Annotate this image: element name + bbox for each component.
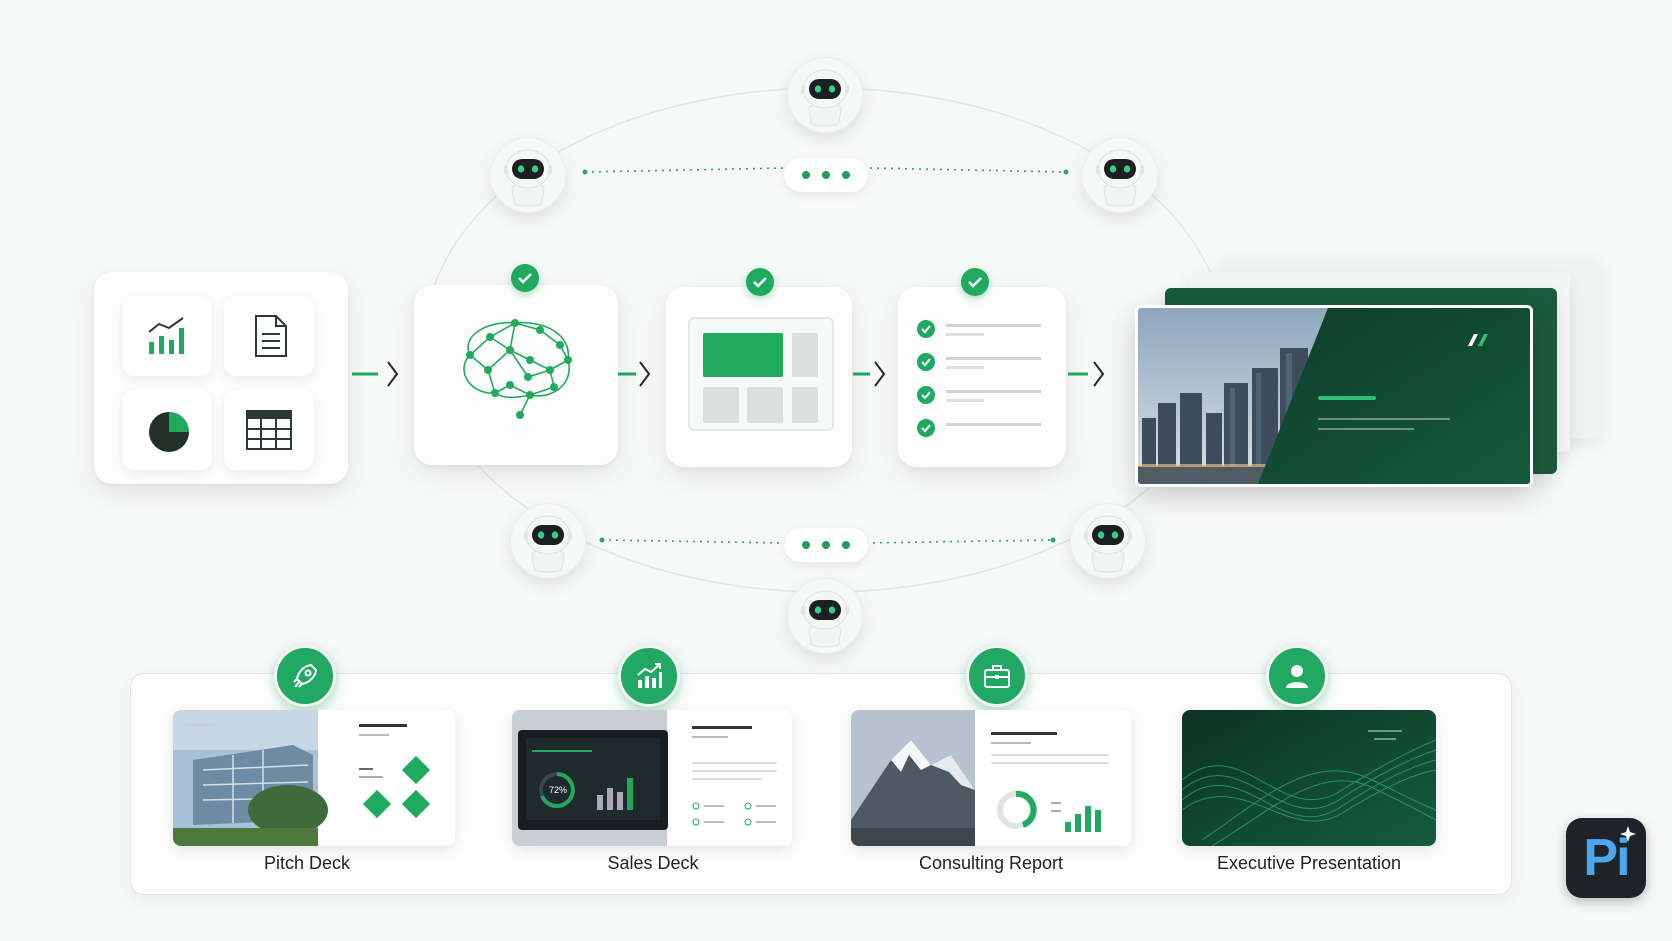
growth-badge: [618, 645, 680, 707]
flow-arrow: [352, 361, 1105, 387]
agent-robot-icon: [490, 137, 566, 213]
table-icon: [246, 410, 292, 450]
agent-robot-icon: [787, 57, 863, 133]
pie-chart-icon: [149, 412, 189, 452]
ai-analysis-card: [414, 285, 618, 465]
agent-robot-icon: [1070, 503, 1146, 579]
robot-icon: [1084, 515, 1132, 573]
robot-icon: [524, 515, 572, 573]
layout-card: [666, 287, 852, 467]
template-label-pitch-deck: Pitch Deck: [263, 853, 351, 873]
brand-logo: Pi: [1566, 818, 1646, 898]
growth-chart-icon: [637, 663, 662, 688]
bar-chart-tile: [122, 296, 212, 376]
sparkle-icon: [1620, 826, 1636, 842]
rocket-badge: [274, 645, 336, 707]
layout-grid-icon: [688, 317, 834, 431]
agent-connection-dots: [784, 158, 868, 192]
agent-robot-icon: [1082, 137, 1158, 213]
template-label-consulting-report: Consulting Report: [918, 853, 1064, 873]
rocket-icon: [293, 663, 318, 688]
robot-icon: [1096, 149, 1144, 207]
agent-robot-icon: [510, 503, 586, 579]
sales-deck-thumbnail[interactable]: 72%: [512, 710, 792, 846]
data-sources-card: [94, 272, 348, 484]
agent-connection-dots: [784, 528, 868, 562]
brand-logo-text: Pi: [1583, 829, 1630, 887]
document-tile: [224, 296, 314, 376]
checklist-icon: [917, 320, 1041, 437]
bar-chart-icon: [148, 317, 184, 354]
consulting-report-thumbnail[interactable]: [851, 710, 1131, 846]
step-complete-check-icon: [746, 268, 774, 296]
pitch-deck-thumbnail[interactable]: [173, 710, 455, 846]
person-badge: [1266, 645, 1328, 707]
person-icon: [1286, 665, 1308, 688]
review-card: [898, 287, 1066, 467]
executive-presentation-thumbnail[interactable]: [1182, 710, 1436, 846]
step-complete-check-icon: [511, 264, 539, 292]
briefcase-icon: [984, 665, 1010, 688]
template-label-sales-deck: Sales Deck: [607, 853, 699, 873]
table-tile: [224, 390, 314, 470]
template-label-executive-presentation: Executive Presentation: [1216, 853, 1402, 873]
robot-icon: [801, 69, 849, 127]
gauge-value: 72%: [548, 785, 567, 795]
robot-icon: [801, 590, 849, 648]
agent-robot-icon: [787, 578, 863, 654]
document-icon: [255, 315, 287, 357]
robot-icon: [504, 149, 552, 207]
step-complete-check-icon: [961, 268, 989, 296]
briefcase-badge: [966, 645, 1028, 707]
presentation-slide-icon: [1135, 305, 1533, 487]
brain-network-icon: [463, 319, 572, 419]
pie-chart-tile: [122, 390, 212, 470]
